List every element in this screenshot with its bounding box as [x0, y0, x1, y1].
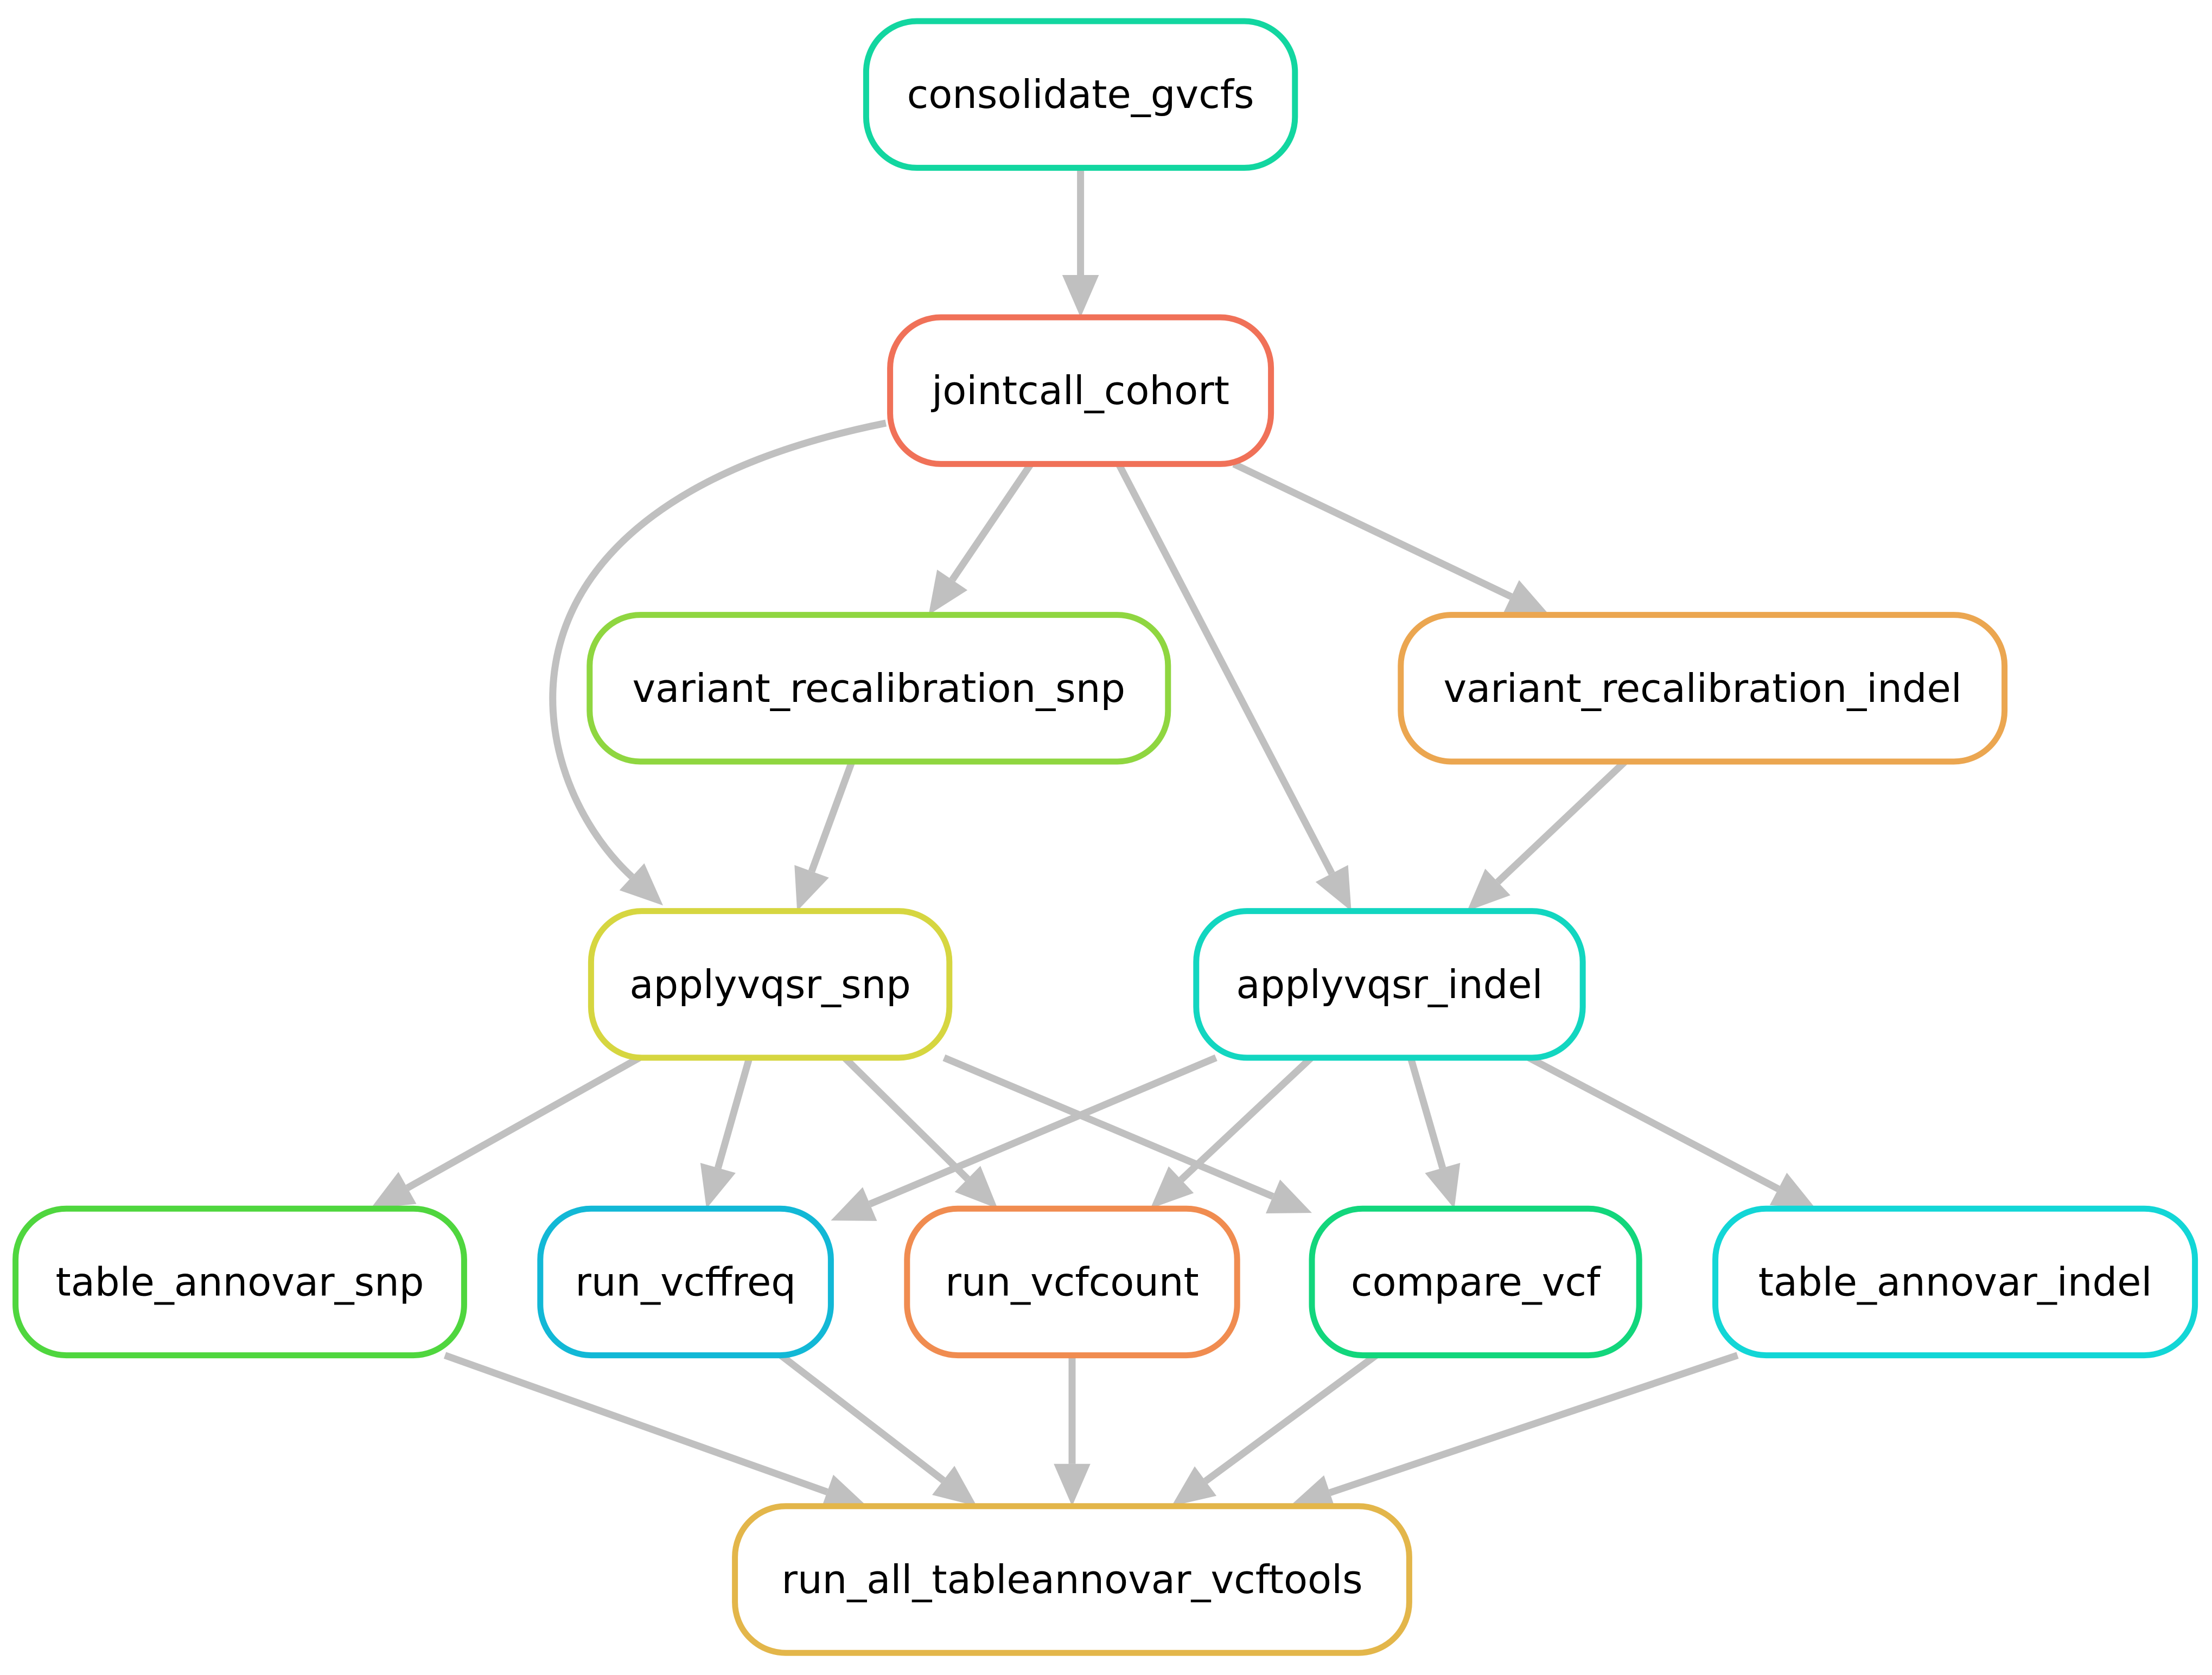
node-jointcall-cohort-label: jointcall_cohort: [930, 368, 1229, 413]
edge-table-annovar-indel-to-run-all-tableannovar-vcftools-arrowhead: [1290, 1475, 1336, 1510]
edge-variant-recalibration-snp-to-applyvqsr-snp: [808, 760, 856, 873]
nodes: consolidate_gvcfs jointcall_cohortvariant…: [12, 18, 2198, 1656]
edge-jointcall-cohort-to-applyvqsr-indel: [1115, 462, 1335, 875]
node-run-vcffreq[interactable]: run_vcffreq: [537, 1205, 834, 1359]
node-run-vcfcount-box: [904, 1205, 1240, 1359]
edge-run-vcffreq-to-run-all-tableannovar-vcftools-arrowhead: [932, 1466, 977, 1506]
edge-applyvqsr-snp-to-compare-vcf: [942, 1054, 1274, 1200]
edge-table-annovar-snp-to-run-all-tableannovar-vcftools-arrowhead: [821, 1474, 867, 1510]
edge-applyvqsr-snp-to-run-vcfcount: [842, 1055, 970, 1182]
node-run-vcffreq-box: [537, 1205, 834, 1359]
edge-compare-vcf-to-run-all-tableannovar-vcftools-arrowhead: [1171, 1466, 1217, 1506]
edge-jointcall-cohort-to-variant-recalibration-snp-arrowhead: [928, 570, 968, 615]
node-consolidate-gvcfs-label: consolidate_gvcfs: [907, 72, 1254, 117]
node-variant-recalibration-snp-label: variant_recalibration_snp: [633, 666, 1126, 711]
edge-applyvqsr-snp-to-run-vcfcount-arrowhead: [954, 1166, 998, 1209]
edge-jointcall-cohort-to-variant-recalibration-indel-arrowhead: [1503, 580, 1550, 615]
edge-applyvqsr-snp-to-table-annovar-snp-arrowhead: [370, 1172, 417, 1209]
node-variant-recalibration-indel[interactable]: variant_recalibration_indel: [1398, 612, 2008, 765]
node-variant-recalibration-indel-box: [1398, 612, 2008, 765]
edge-consolidate-gvcfs-to-jointcall-cohort-arrowhead: [1062, 275, 1099, 317]
node-variant-recalibration-indel-label: variant_recalibration_indel: [1444, 666, 1962, 711]
edge-applyvqsr-indel-to-run-vcfcount-arrowhead: [1150, 1166, 1194, 1209]
edge-applyvqsr-indel-to-compare-vcf-arrowhead: [1425, 1162, 1461, 1209]
edge-applyvqsr-indel-to-run-vcfcount: [1178, 1055, 1314, 1182]
edge-variant-recalibration-indel-to-applyvqsr-indel: [1495, 759, 1628, 885]
node-consolidate-gvcfs[interactable]: consolidate_gvcfs: [863, 18, 1298, 171]
edge-applyvqsr-indel-to-compare-vcf: [1407, 1057, 1446, 1169]
edge-applyvqsr-snp-to-compare-vcf-arrowhead: [1265, 1179, 1312, 1213]
node-table-annovar-indel-box: [1712, 1205, 2198, 1359]
edge-applyvqsr-indel-to-table-annovar-indel-arrowhead: [1769, 1172, 1816, 1209]
node-table-annovar-indel-label: table_annovar_indel: [1758, 1259, 2152, 1305]
node-variant-recalibration-snp[interactable]: variant_recalibration_snp: [587, 612, 1171, 765]
node-table-annovar-indel[interactable]: table_annovar_indel: [1712, 1205, 2198, 1359]
edges: [370, 168, 1816, 1510]
edge-applyvqsr-indel-to-table-annovar-indel: [1527, 1054, 1780, 1192]
node-table-annovar-snp[interactable]: table_annovar_snp: [12, 1205, 467, 1359]
edge-run-vcffreq-to-run-all-tableannovar-vcftools: [779, 1352, 946, 1484]
node-compare-vcf-box: [1309, 1205, 1642, 1359]
node-table-annovar-snp-label: table_annovar_snp: [56, 1259, 424, 1305]
node-compare-vcf[interactable]: compare_vcf: [1309, 1205, 1642, 1359]
edge-applyvqsr-indel-to-run-vcffreq-arrowhead: [831, 1187, 877, 1221]
node-applyvqsr-indel[interactable]: applyvqsr_indel: [1193, 908, 1586, 1061]
edge-variant-recalibration-snp-to-applyvqsr-snp-arrowhead: [794, 865, 829, 911]
node-applyvqsr-indel-label: applyvqsr_indel: [1236, 962, 1542, 1007]
node-compare-vcf-label: compare_vcf: [1351, 1259, 1601, 1305]
edge-jointcall-cohort-to-applyvqsr-snp-arrowhead: [619, 863, 663, 906]
edge-compare-vcf-to-run-all-tableannovar-vcftools: [1203, 1352, 1379, 1484]
edge-applyvqsr-indel-to-run-vcffreq: [868, 1054, 1217, 1207]
node-jointcall-cohort-box: [887, 314, 1274, 467]
node-jointcall-cohort[interactable]: jointcall_cohort: [887, 314, 1274, 467]
node-run-all-tableannovar-vcftools-box: [732, 1503, 1412, 1656]
edge-applyvqsr-snp-to-run-vcffreq: [715, 1057, 753, 1169]
node-applyvqsr-snp-label: applyvqsr_snp: [629, 962, 910, 1007]
node-run-vcffreq-label: run_vcffreq: [575, 1259, 796, 1305]
node-variant-recalibration-snp-box: [587, 612, 1171, 765]
edge-jointcall-cohort-to-variant-recalibration-snp: [949, 462, 1034, 582]
edge-table-annovar-indel-to-run-all-tableannovar-vcftools: [1328, 1352, 1739, 1497]
node-run-all-tableannovar-vcftools[interactable]: run_all_tableannovar_vcftools: [732, 1503, 1412, 1656]
node-applyvqsr-indel-box: [1193, 908, 1586, 1061]
edge-applyvqsr-snp-to-table-annovar-snp: [405, 1054, 641, 1191]
node-run-vcfcount[interactable]: run_vcfcount: [904, 1205, 1240, 1359]
edge-jointcall-cohort-to-applyvqsr-snp: [549, 419, 887, 880]
edge-jointcall-cohort-to-applyvqsr-indel-arrowhead: [1315, 865, 1352, 911]
node-table-annovar-snp-box: [12, 1205, 467, 1359]
edge-applyvqsr-snp-to-run-vcffreq-arrowhead: [700, 1162, 736, 1209]
node-run-all-tableannovar-vcftools-label: run_all_tableannovar_vcftools: [781, 1557, 1362, 1602]
node-applyvqsr-snp-box: [588, 908, 953, 1061]
node-applyvqsr-snp[interactable]: applyvqsr_snp: [588, 908, 953, 1061]
edge-variant-recalibration-indel-to-applyvqsr-indel-arrowhead: [1467, 868, 1510, 911]
edge-table-annovar-snp-to-run-all-tableannovar-vcftools: [443, 1352, 828, 1495]
node-consolidate-gvcfs-box: [863, 18, 1298, 171]
node-run-vcfcount-label: run_vcfcount: [945, 1259, 1199, 1305]
edge-run-vcfcount-to-run-all-tableannovar-vcftools-arrowhead: [1054, 1463, 1091, 1506]
edge-jointcall-cohort-to-variant-recalibration-indel: [1232, 461, 1513, 600]
